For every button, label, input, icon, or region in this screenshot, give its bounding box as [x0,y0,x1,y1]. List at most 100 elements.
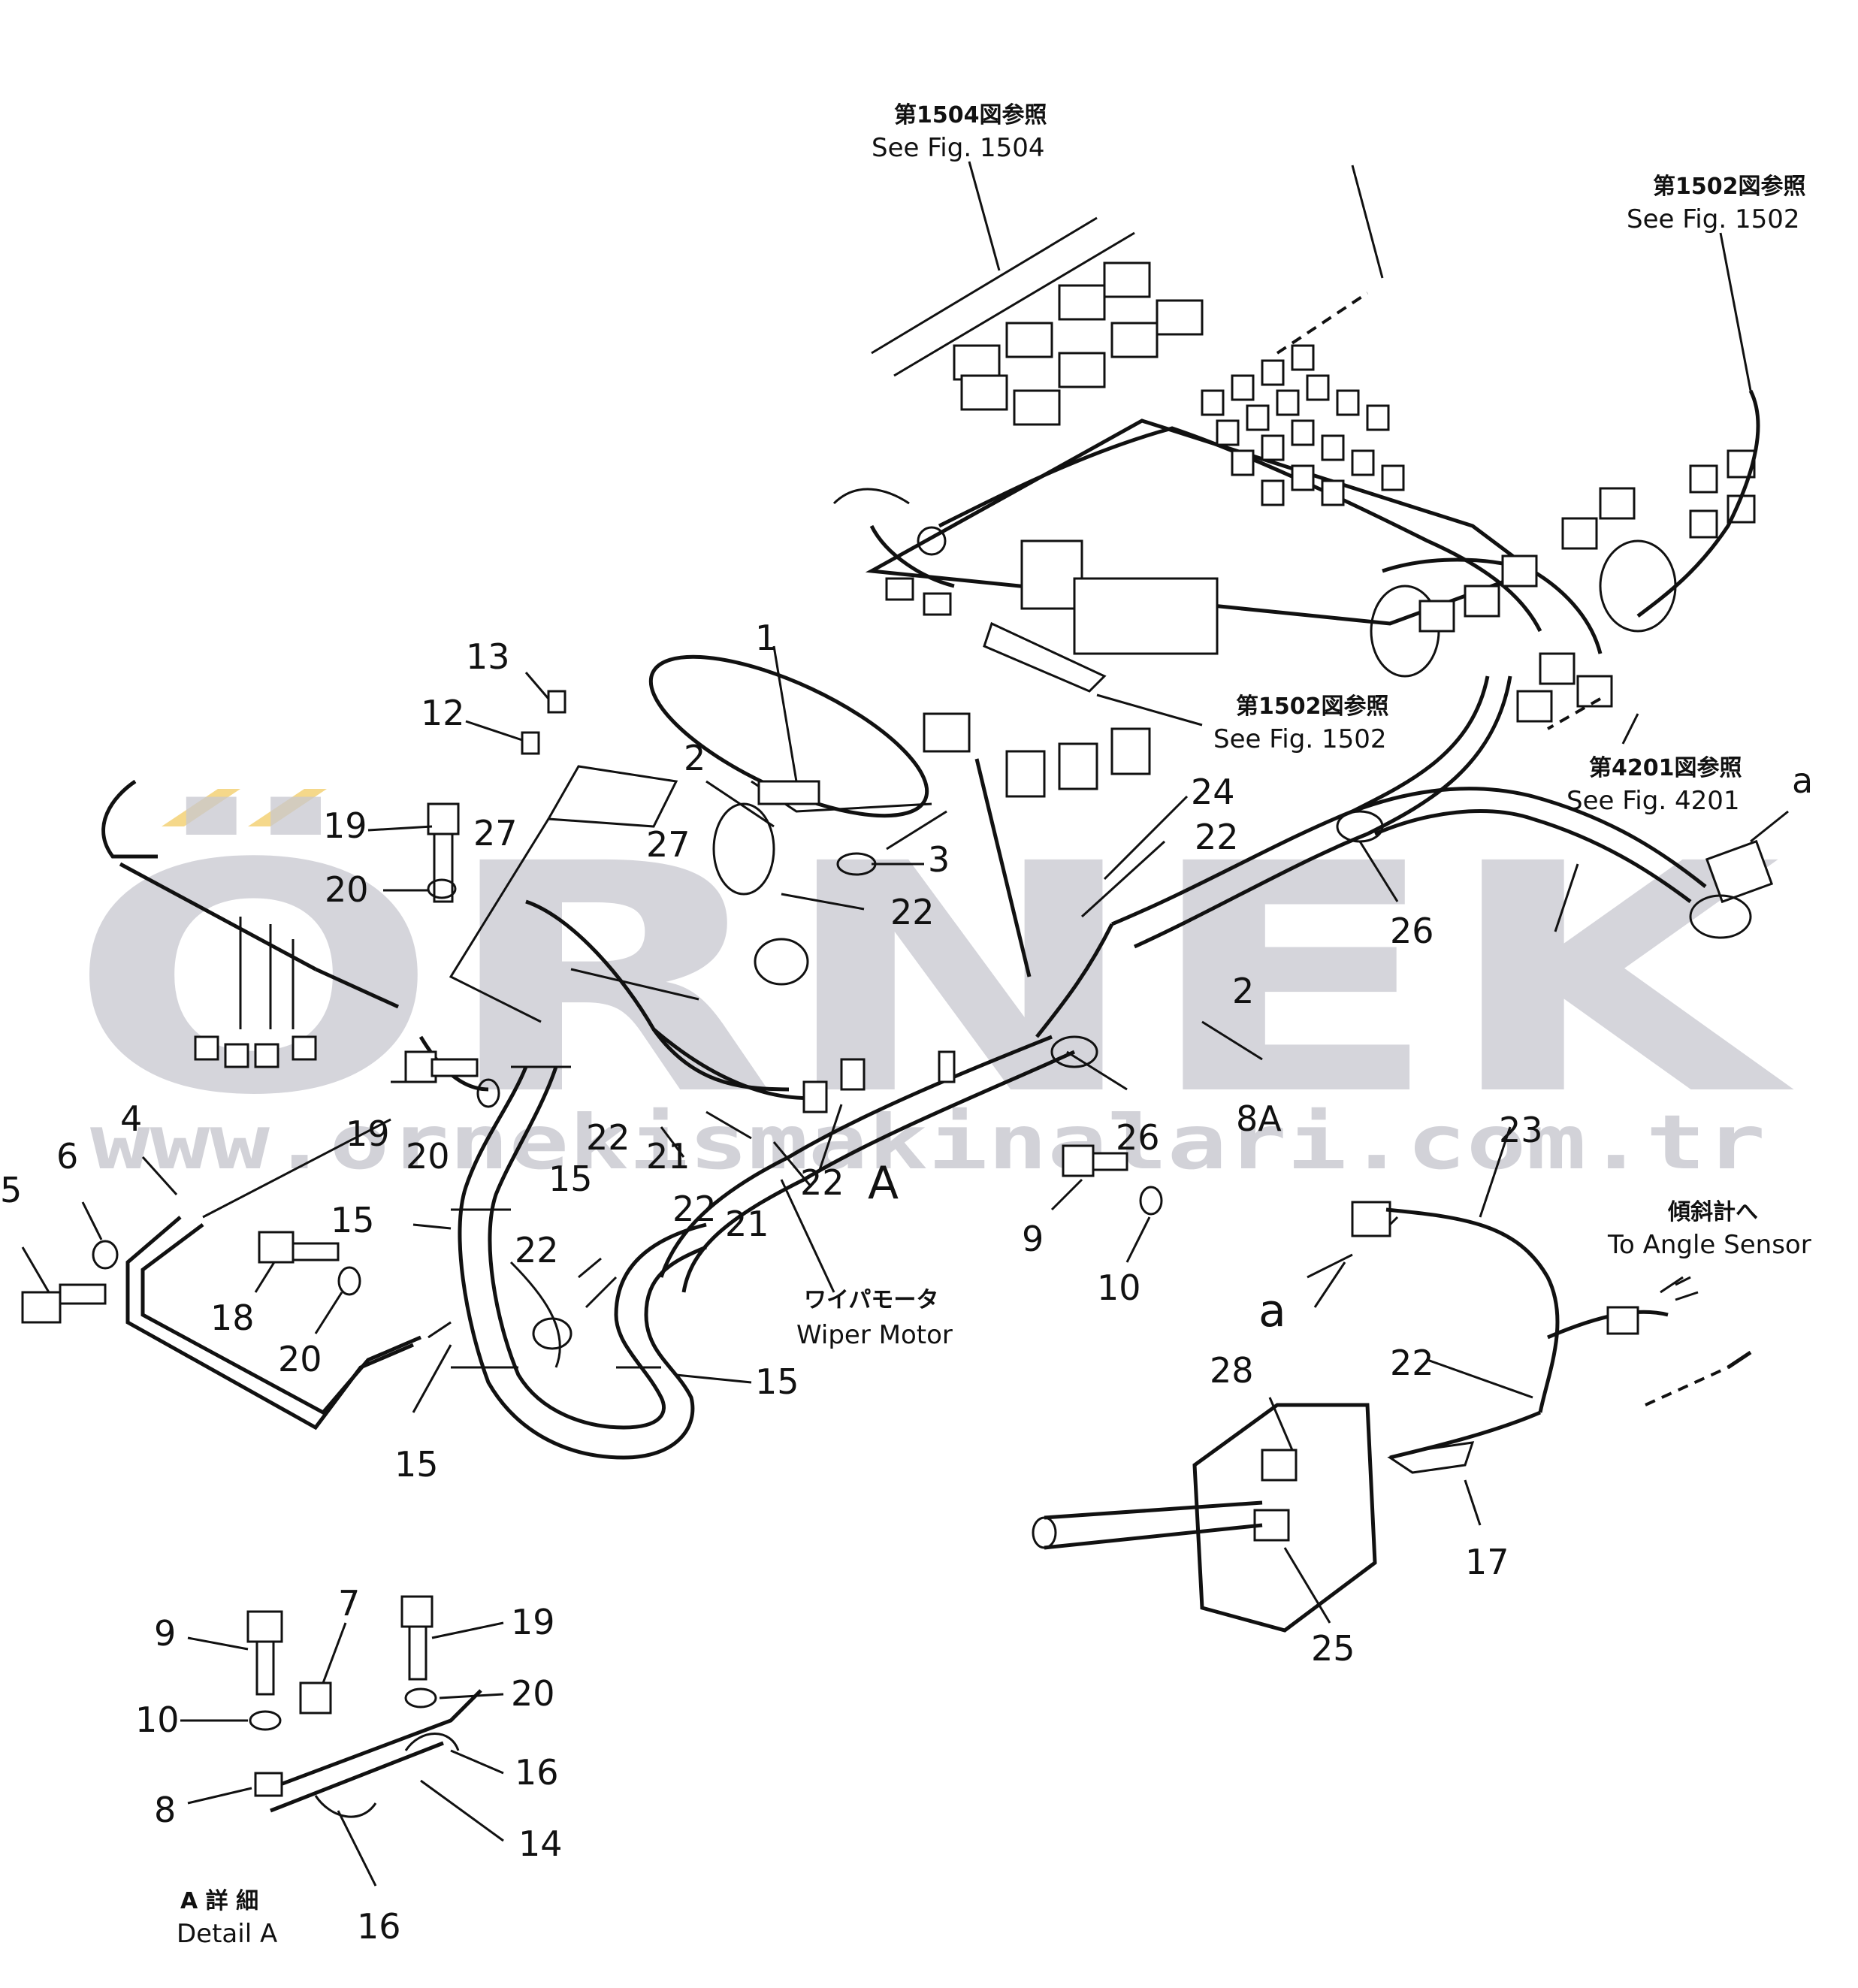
callout-20a: 20 [325,869,369,910]
callout-22g: 22 [1390,1343,1434,1383]
washer-20-detail-icon [404,1687,437,1709]
ref-detail-jp: A 詳 細 [180,1888,258,1914]
ref-fig1502-mid-jp: 第1502図参照 [1236,693,1389,720]
bolt-19a-icon [427,802,460,835]
washer-10-icon [1139,1186,1163,1216]
reference-labels: 第1504図参照 See Fig. 1504 第1502図参照 See Fig.… [177,102,1811,1949]
callout-22b: 22 [1195,817,1239,857]
bolt-5-icon [21,1291,62,1324]
lower-harness-loop [451,1065,707,1460]
callout-numbers: 1 2 2 3 4 5 6 12 13 19 20 27 27 22 24 22… [0,618,1813,1947]
callout-26a: 26 [1390,911,1434,951]
bolt-19-detail-icon [400,1595,434,1628]
callout-22a: 22 [890,892,935,932]
callout-10b: 10 [135,1699,180,1740]
callout-9: 9 [1022,1219,1044,1259]
ref-fig1502-top-en: See Fig. 1502 [1627,204,1799,234]
callout-a1: a [1792,760,1813,801]
callout-21a: 21 [646,1136,690,1177]
callout-8: 8 [154,1790,176,1830]
ref-fig1502-mid-en: See Fig. 1502 [1213,724,1386,754]
callout-15b: 15 [331,1200,375,1240]
callout-18: 18 [210,1298,255,1338]
bolt-18-icon [258,1231,295,1264]
callout-8a: 8A [1236,1098,1282,1139]
ref-fig1504-en: See Fig. 1504 [872,133,1044,163]
callout-15c: 15 [755,1361,799,1402]
washer-6-icon [92,1240,119,1270]
callout-2b: 2 [1232,971,1254,1011]
ref-fig4201-en: See Fig. 4201 [1566,786,1739,816]
right-harness-assembly [1370,232,1760,730]
connector-25-icon [1253,1509,1290,1542]
detail-a-assembly [246,1595,482,1818]
cap-12-icon [521,731,540,755]
callout-22e: 22 [800,1162,844,1203]
callout-15a: 15 [548,1159,593,1199]
callout-24: 24 [1191,772,1235,812]
callout-a2: a [1258,1285,1286,1337]
callout-25: 25 [1311,1628,1355,1669]
callout-1: 1 [755,618,777,658]
callout-22f: 22 [515,1230,559,1270]
callout-16a: 16 [515,1752,559,1793]
angle-sensor-harness [1032,1201,1752,1633]
connector-23-icon [1351,1201,1391,1237]
callout-15d: 15 [394,1444,439,1485]
bolt-9-icon [1062,1144,1095,1177]
ref-wiper-jp: ワイパモータ [804,1287,938,1313]
callout-27a: 27 [473,813,518,854]
ref-fig1502-top-jp: 第1502図参照 [1653,174,1806,200]
callout-28: 28 [1210,1350,1254,1391]
ref-fig1504-jp: 第1504図参照 [894,102,1047,128]
ref-wiper-en: Wiper Motor [796,1320,953,1350]
callout-22d: 22 [672,1189,717,1229]
connector-sensor-icon [1606,1306,1639,1335]
callout-14: 14 [518,1823,563,1864]
ref-detail-en: Detail A [177,1919,277,1949]
watermark-url: www.ornekismakinalari.com.tr [90,1098,1766,1186]
washer-20b-icon [476,1078,500,1108]
washer-10-detail-icon [249,1710,282,1731]
watermark-chevrons-icon [162,789,327,826]
watermark: ÖRNEK www.ornekismakinalari.com.tr [68,789,1797,1186]
connector-28-icon [1261,1449,1298,1482]
callout-3: 3 [928,839,950,880]
upper-harness-assembly [832,165,1542,693]
callout-2: 2 [684,738,705,778]
callout-22c: 22 [586,1117,630,1158]
callout-7: 7 [338,1583,360,1624]
left-bracket-assembly [101,779,421,1431]
callout-12: 12 [421,693,465,733]
relay-connector-group [953,261,1405,506]
callout-6: 6 [56,1136,78,1177]
callout-21b: 21 [725,1204,769,1244]
watermark-brand: ÖRNEK [68,793,1797,1165]
callout-20b: 20 [406,1136,450,1177]
ref-angle-en: To Angle Sensor [1607,1230,1811,1260]
callout-13: 13 [466,636,510,677]
callout-10: 10 [1097,1267,1141,1308]
fastener-group-main [21,690,1163,1324]
callout-4: 4 [120,1098,142,1139]
callout-9b: 9 [154,1613,176,1654]
callout-19c: 19 [511,1602,555,1642]
callout-26b: 26 [1116,1117,1160,1158]
callout-20c: 20 [278,1339,322,1379]
steering-wheel-assembly [648,654,1151,977]
callout-19a: 19 [323,805,367,846]
leader-lines [21,161,1789,1887]
bracket-8-icon [254,1772,283,1797]
ref-fig4201-jp: 第4201図参照 [1589,755,1742,781]
callout-19b: 19 [346,1113,390,1154]
main-cab-harness [659,675,1774,1293]
cap-13-icon [547,690,566,714]
bolt-9-detail-icon [246,1610,283,1643]
washer-20a-icon [427,878,457,899]
callout-20d: 20 [511,1673,555,1714]
instrument-panel-harness [418,765,956,1173]
clip-7-icon [299,1681,332,1715]
callout-23: 23 [1499,1110,1543,1150]
sensor-connector-a [1689,839,1774,939]
